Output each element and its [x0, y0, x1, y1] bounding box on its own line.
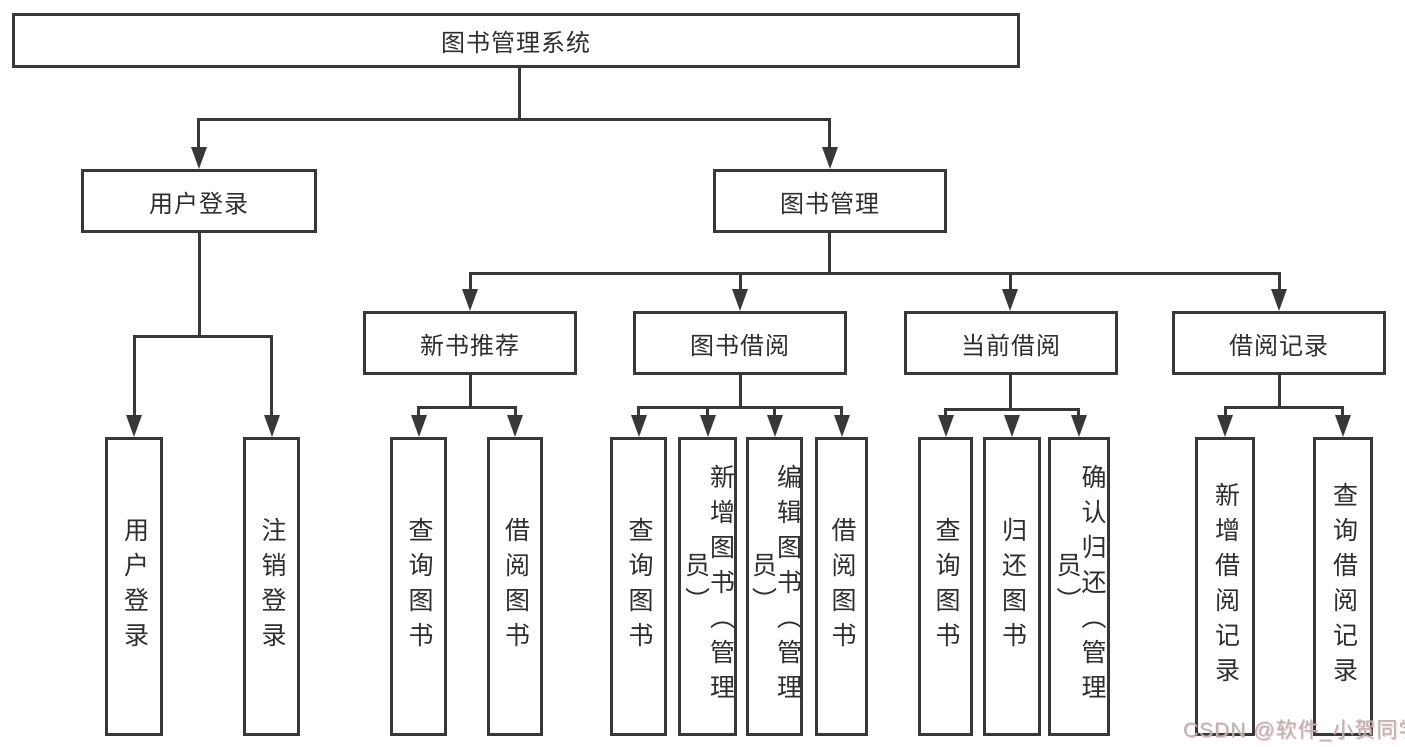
- connector-line: [944, 410, 947, 418]
- connector-line: [1224, 406, 1344, 409]
- connector-line: [469, 272, 1281, 275]
- connector-line: [637, 408, 640, 418]
- connector-line: [417, 408, 420, 418]
- connector-line: [840, 408, 843, 418]
- connector-line: [1278, 274, 1281, 292]
- leaf-search-books: 查询图书: [610, 437, 667, 736]
- connector-line: [197, 120, 200, 150]
- leaf-confirm-return-admin: 确认归还（管理员）: [1048, 437, 1110, 736]
- connector-line: [518, 68, 521, 120]
- leaf-add-borrow-record: 新增借阅记录: [1195, 437, 1255, 736]
- arrow-down-icon: [631, 415, 647, 437]
- leaf-return-books: 归还图书: [983, 437, 1041, 736]
- arrow-down-icon: [1217, 415, 1233, 437]
- arrow-down-icon: [264, 415, 280, 437]
- connector-line: [417, 406, 517, 409]
- connector-line: [773, 408, 776, 418]
- node-library-management-system: 图书管理系统: [12, 13, 1020, 68]
- connector-line: [637, 406, 843, 409]
- connector-line: [514, 408, 517, 418]
- arrow-down-icon: [822, 147, 838, 169]
- connector-line: [133, 337, 136, 417]
- leaf-borrow-books: 借阅图书: [487, 437, 543, 736]
- arrow-down-icon: [1271, 289, 1287, 311]
- connector-line: [469, 274, 472, 292]
- leaf-search-books: 查询图书: [918, 437, 973, 736]
- leaf-search-borrow-record: 查询借阅记录: [1313, 437, 1373, 736]
- connector-line: [1009, 274, 1012, 292]
- connector-line: [198, 233, 201, 338]
- connector-line: [469, 375, 472, 408]
- connector-line: [739, 274, 742, 292]
- node-user-login: 用户登录: [81, 169, 317, 233]
- arrow-down-icon: [1071, 415, 1087, 437]
- node-book-management: 图书管理: [713, 169, 947, 233]
- node-borrow-records: 借阅记录: [1172, 311, 1386, 375]
- node-book-borrow: 图书借阅: [633, 311, 847, 375]
- arrow-down-icon: [767, 415, 783, 437]
- arrow-down-icon: [507, 415, 523, 437]
- arrow-down-icon: [1004, 415, 1020, 437]
- connector-line: [739, 375, 742, 408]
- node-new-book-recommend: 新书推荐: [363, 311, 577, 375]
- connector-line: [270, 337, 273, 417]
- arrow-down-icon: [191, 147, 207, 169]
- connector-line: [1278, 375, 1281, 408]
- leaf-user-login: 用户登录: [105, 437, 163, 736]
- connector-line: [1224, 408, 1227, 418]
- arrow-down-icon: [1335, 415, 1351, 437]
- leaf-add-books-admin: 新增图书（管理员）: [678, 437, 737, 736]
- arrow-down-icon: [411, 415, 427, 437]
- connector-line: [133, 335, 273, 338]
- connector-line: [197, 118, 831, 121]
- arrow-down-icon: [938, 415, 954, 437]
- connector-line: [706, 408, 709, 418]
- csdn-watermark: CSDN @软件_小贺同学: [1183, 719, 1405, 742]
- arrow-down-icon: [1002, 289, 1018, 311]
- node-current-borrow: 当前借阅: [904, 311, 1118, 375]
- leaf-borrow-books: 借阅图书: [815, 437, 868, 736]
- connector-line: [944, 408, 1080, 411]
- connector-line: [828, 120, 831, 150]
- arrow-down-icon: [732, 289, 748, 311]
- arrow-down-icon: [462, 289, 478, 311]
- connector-line: [1341, 408, 1344, 418]
- leaf-search-books: 查询图书: [390, 437, 447, 736]
- arrow-down-icon: [700, 415, 716, 437]
- arrow-down-icon: [126, 415, 142, 437]
- connector-line: [1077, 410, 1080, 418]
- leaf-edit-books-admin: 编辑图书（管理员）: [746, 437, 803, 736]
- connector-line: [1009, 375, 1012, 410]
- arrow-down-icon: [834, 415, 850, 437]
- connector-line: [828, 233, 831, 274]
- leaf-logout: 注销登录: [243, 437, 300, 736]
